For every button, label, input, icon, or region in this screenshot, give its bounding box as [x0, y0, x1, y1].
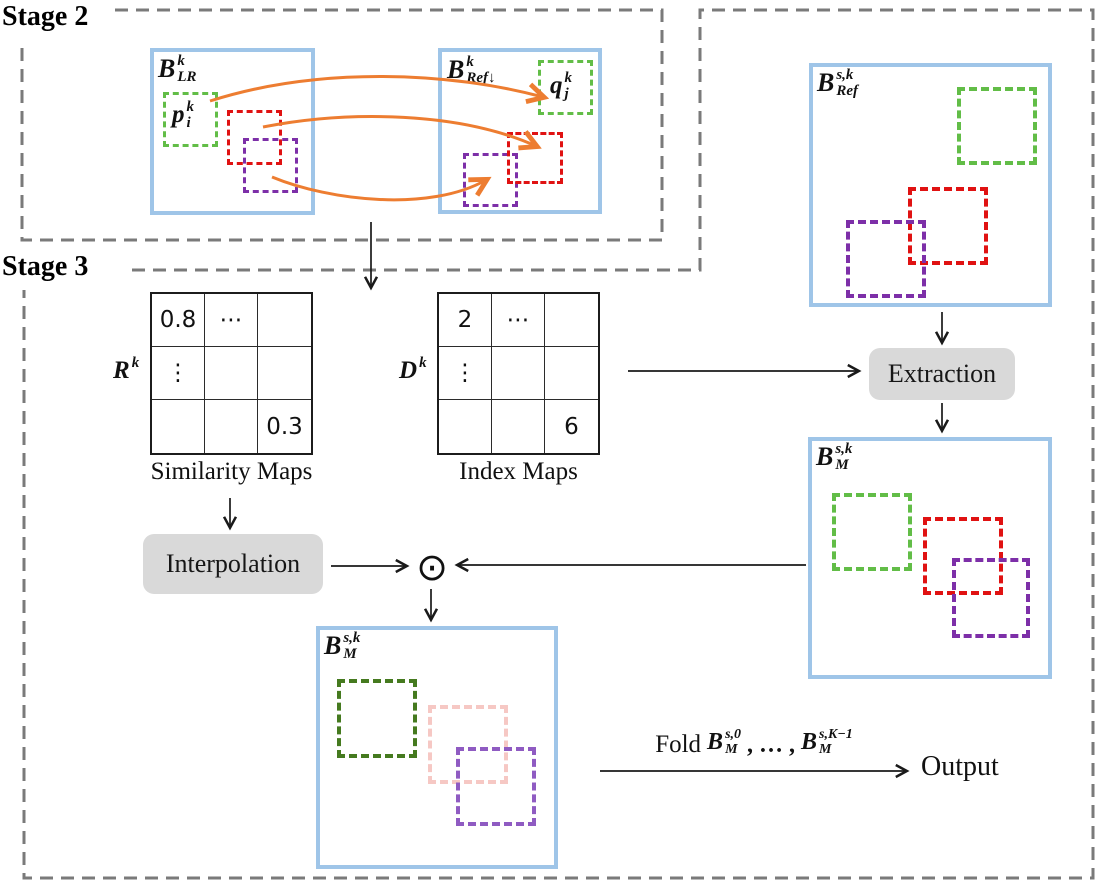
interpolation-op: Interpolation [143, 534, 323, 594]
similarity-cell [205, 347, 258, 400]
similarity-cell [205, 400, 258, 453]
index-cell: 2 [439, 294, 492, 347]
index-cell [492, 347, 545, 400]
index-cell: ⋮ [439, 347, 492, 400]
output-label: Output [921, 751, 999, 782]
similarity-cell: 0.3 [266, 413, 303, 440]
index-maps-caption: Index Maps [459, 458, 578, 485]
patch-refsk-green [957, 87, 1037, 165]
extraction-op: Extraction [869, 348, 1015, 400]
label-d-map: D k [399, 355, 427, 384]
patch-lr-purple [243, 138, 298, 193]
patch-refdown-red [507, 132, 563, 184]
odot-operator-icon: ⊙ [416, 545, 448, 589]
similarity-cell: ⋯ [205, 294, 258, 347]
index-cell [545, 347, 598, 400]
patch-mright-purple [952, 558, 1030, 638]
label-r-map: R k [113, 355, 140, 384]
index-cell: ⋯ [492, 294, 545, 347]
similarity-cell [152, 400, 205, 453]
index-cell [545, 294, 598, 347]
fold-ellipsis: , … , [747, 731, 796, 758]
index-map-grid: 2 ⋯ ⋮ 6 [437, 292, 600, 455]
index-cell [492, 400, 545, 453]
similarity-cell: 0.8 [152, 294, 205, 347]
patch-mbottom-purple [456, 747, 536, 826]
stage2-label: Stage 2 [2, 1, 99, 35]
patch-refsk-purple [846, 220, 926, 298]
index-cell: 6 [564, 413, 579, 440]
similarity-cell: ⋮ [152, 347, 205, 400]
index-cell [439, 400, 492, 453]
similarity-maps-caption: Similarity Maps [150, 458, 313, 485]
patch-mbottom-green [337, 679, 417, 758]
similarity-cell [258, 294, 311, 347]
similarity-cell [258, 347, 311, 400]
fold-prefix: Fold [655, 731, 702, 758]
patch-mright-green [832, 493, 912, 571]
similarity-map-grid: 0.8 ⋯ ⋮ 0.3 [150, 292, 313, 455]
stage3-label: Stage 3 [2, 251, 99, 285]
